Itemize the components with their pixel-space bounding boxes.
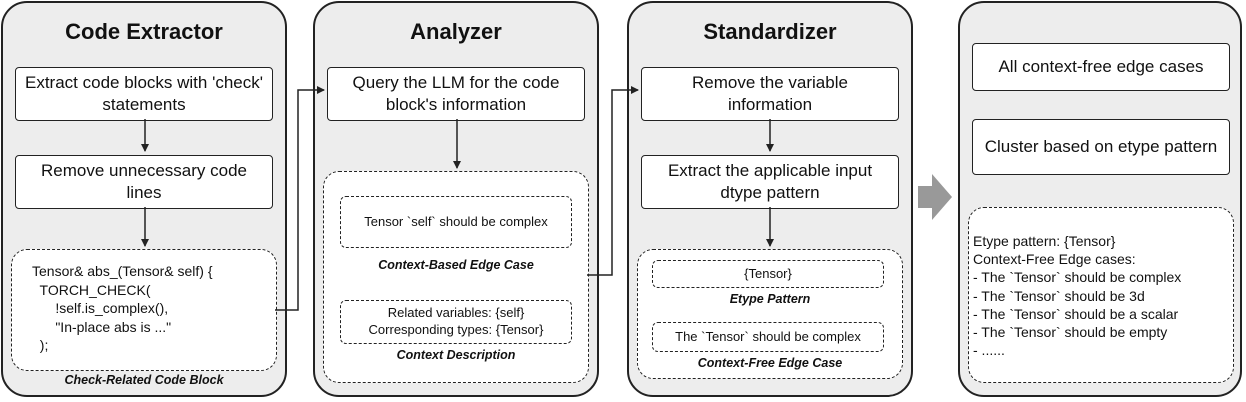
related-variables-text: Related variables: {self} [387,305,525,321]
code-line: "In-place abs is ..." [32,318,172,335]
code-line: ); [32,337,49,354]
check-related-code-block-caption: Check-Related Code Block [64,373,224,387]
query-llm-step: Query the LLM for the code block's infor… [327,67,585,121]
result-line: Context-Free Edge cases: [973,251,1136,268]
extract-dtype-pattern-step: Extract the applicable input dtype patte… [641,155,899,209]
extract-code-blocks-step: Extract code blocks with 'check' stateme… [15,67,273,121]
remove-unnecessary-lines-step: Remove unnecessary code lines [15,155,273,209]
code-block-container: Tensor& abs_(Tensor& self) { TORCH_CHECK… [11,249,277,371]
code-snippet: Tensor& abs_(Tensor& self) { TORCH_CHECK… [32,262,213,355]
standardizer-title: Standardizer [703,19,837,44]
standardizer-panel: Standardizer Remove the variable informa… [627,1,913,397]
code-line: !self.is_complex(), [32,300,169,317]
standardizer-output-container: {Tensor} Etype Pattern The `Tensor` shou… [637,249,903,379]
result-line: - The `Tensor` should be complex [973,269,1182,286]
context-description-box: Related variables: {self} Corresponding … [340,300,572,344]
context-based-edge-case-caption: Context-Based Edge Case [378,258,534,272]
remove-variable-info-step: Remove the variable information [641,67,899,121]
cluster-by-etype-step: Cluster based on etype pattern [972,119,1230,175]
context-free-edge-case-caption: Context-Free Edge Case [697,356,843,370]
result-line: - The `Tensor` should be empty [973,323,1168,340]
cluster-result-container: Etype pattern: {Tensor} Context-Free Edge… [968,207,1234,383]
code-line: TORCH_CHECK( [32,281,151,298]
clustering-panel: All context-free edge cases Cluster base… [958,1,1242,397]
code-line: Tensor& abs_(Tensor& self) { [32,263,213,279]
connector-arrow-icon [275,86,325,311]
result-line: - The `Tensor` should be a scalar [973,305,1179,322]
result-line: - The `Tensor` should be 3d [973,287,1145,304]
corresponding-types-text: Corresponding types: {Tensor} [368,322,544,337]
big-arrow-icon [918,174,952,220]
connector-arrow-icon [587,86,639,276]
all-edge-cases-step: All context-free edge cases [972,43,1230,91]
result-line: - ...... [973,342,1005,359]
context-description-caption: Context Description [396,348,516,362]
etype-pattern-box: {Tensor} [652,260,884,288]
analyzer-output-container: Tensor `self` should be complex Context-… [323,171,589,383]
code-extractor-panel: Code Extractor Extract code blocks with … [1,1,287,397]
result-line: Etype pattern: {Tensor} [973,233,1116,249]
context-based-edge-case-box: Tensor `self` should be complex [340,196,572,248]
etype-pattern-caption: Etype Pattern [729,292,811,306]
context-free-edge-case-box: The `Tensor` should be complex [652,322,884,352]
analyzer-panel: Analyzer Query the LLM for the code bloc… [313,1,599,397]
code-extractor-title: Code Extractor [65,19,223,44]
cluster-result-list: Etype pattern: {Tensor} Context-Free Edge… [973,232,1181,359]
analyzer-title: Analyzer [410,19,502,44]
